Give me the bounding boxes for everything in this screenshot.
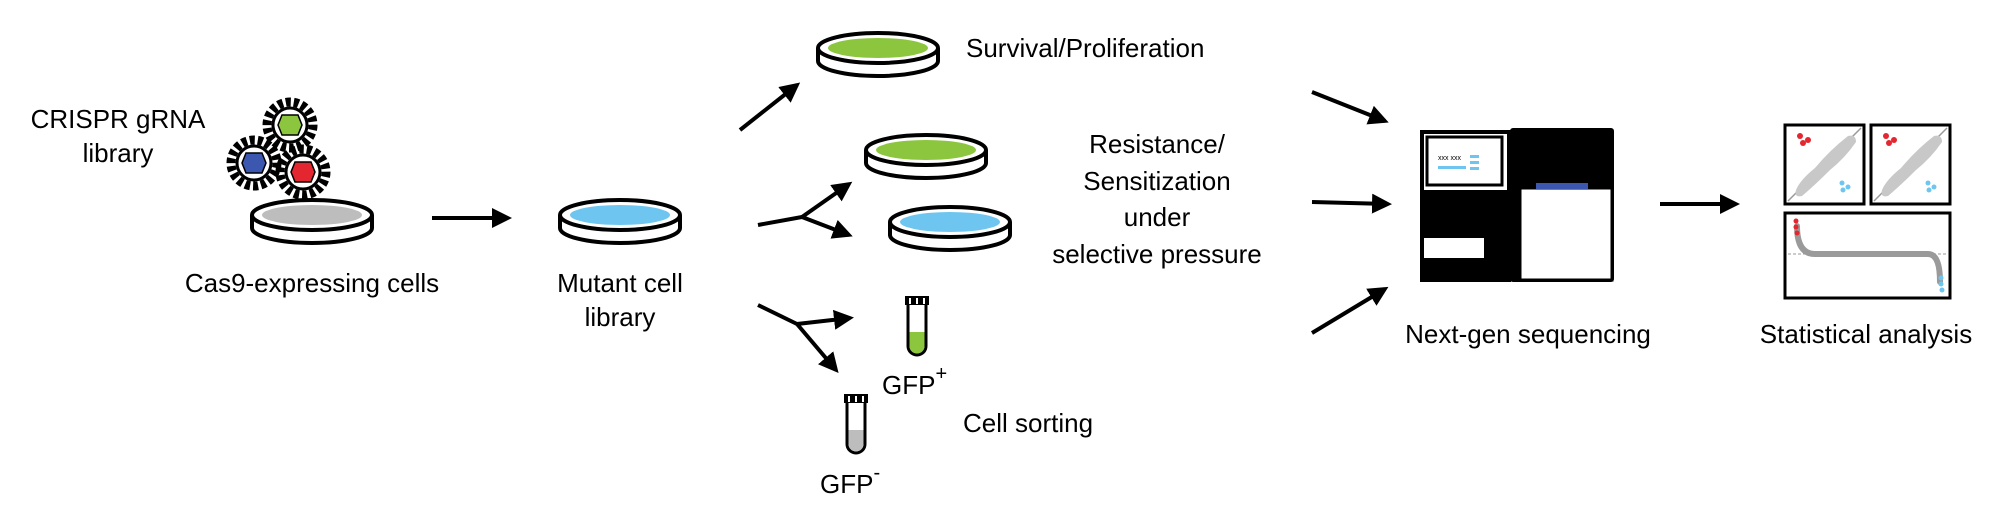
virus-icon xyxy=(275,144,331,200)
test-tube-icon xyxy=(905,296,929,357)
resistance-label-line3: under xyxy=(1124,202,1191,232)
cell-sorting-label: Cell sorting xyxy=(963,408,1093,438)
cas9-cells-label: Cas9-expressing cells xyxy=(185,268,439,298)
gfp-minus-label: GFP- xyxy=(820,462,880,499)
resistance-label-line4: selective pressure xyxy=(1052,239,1262,269)
test-tube-icon xyxy=(844,394,868,455)
resistance-label-line2: Sensitization xyxy=(1083,166,1230,196)
petri-dish-icon xyxy=(888,205,1012,252)
petri-dish-icon xyxy=(864,133,988,180)
crispr-library-label-line2: library xyxy=(83,138,154,168)
petri-dish-icon xyxy=(816,31,940,78)
petri-dish-icon xyxy=(558,198,682,245)
crispr-library-label-line1: CRISPR gRNA xyxy=(31,104,206,134)
sequencer-icon: xxx xxx xyxy=(1420,128,1614,282)
arrow-icon xyxy=(1311,90,1389,125)
survival-label: Survival/Proliferation xyxy=(966,33,1204,63)
gfp-plus-label: GFP+ xyxy=(882,363,947,400)
arrow-icon xyxy=(757,181,853,239)
virus-icon xyxy=(262,97,318,153)
arrow-icon xyxy=(738,82,801,132)
scatter-plot-icon xyxy=(1783,123,1866,206)
resistance-label-line1: Resistance/ xyxy=(1089,129,1226,159)
arrow-icon xyxy=(1311,193,1392,214)
petri-dish-icon xyxy=(250,198,374,245)
stats-label: Statistical analysis xyxy=(1760,319,1972,349)
arrow-icon xyxy=(757,303,854,374)
arrow-icon xyxy=(1310,286,1389,335)
virus-icon xyxy=(226,135,282,191)
scatter-plot-icon xyxy=(1869,123,1952,206)
mutant-library-label-line2: library xyxy=(585,302,656,332)
mutant-library-label-line1: Mutant cell xyxy=(557,268,683,298)
sequencer-screen-text: xxx xxx xyxy=(1438,155,1461,162)
rank-plot-icon xyxy=(1783,211,1952,300)
ngs-label: Next-gen sequencing xyxy=(1405,319,1651,349)
